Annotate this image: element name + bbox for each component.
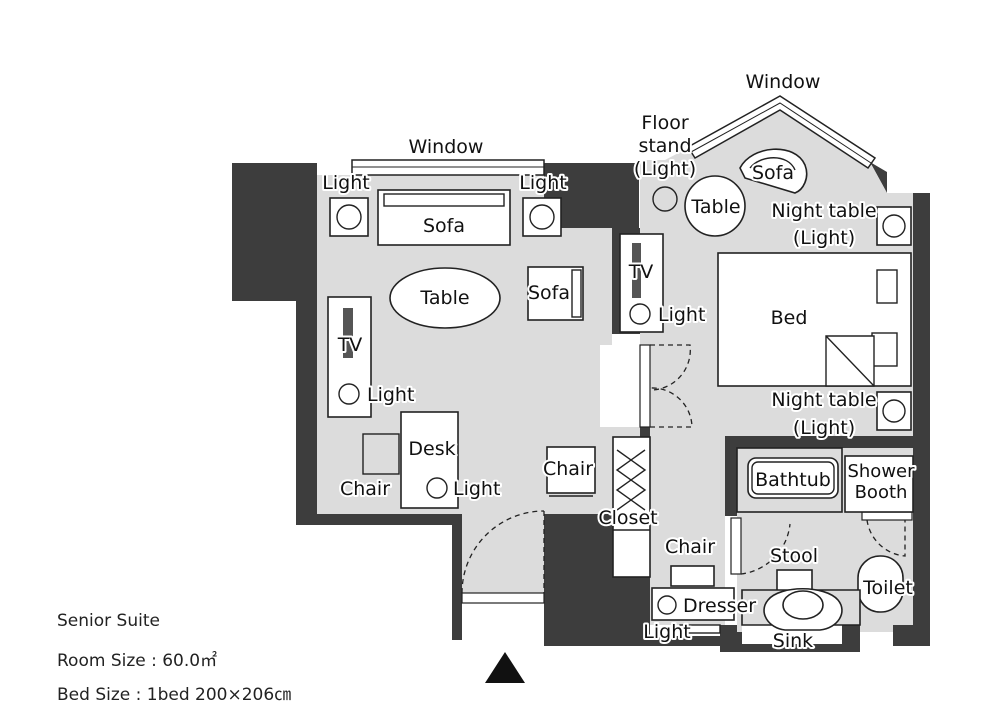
floor-stand-label-2: stand [638, 135, 691, 157]
floor-stand-label-1: Floor [641, 112, 688, 134]
desk-shape [400, 411, 459, 509]
light-desk-label: Light [453, 478, 500, 500]
chair-dresser-shape [670, 565, 715, 587]
night-table-top-label-2: (Light) [793, 227, 855, 249]
closet-label: Closet [598, 507, 657, 529]
tv-living-label: TV [337, 334, 363, 356]
window-left [351, 159, 545, 176]
tv-bedroom-label: TV [628, 261, 654, 283]
shower-label-2: Booth [855, 482, 908, 503]
shower-label-1: Shower [847, 461, 915, 482]
bathtub-label: Bathtub [755, 469, 831, 491]
entrance-arrow-icon [485, 652, 525, 683]
sink-shape [741, 587, 861, 631]
window-right [686, 95, 877, 170]
bed-shape [717, 252, 912, 387]
light-tr-box [522, 197, 562, 237]
shower-shape [844, 455, 914, 513]
sofa-side-shape [527, 266, 584, 321]
table-living-label: Table [419, 287, 469, 309]
window-right-label: Window [746, 71, 821, 93]
light-dresser-label: Light [643, 621, 690, 643]
room-size: Room Size : 60.0㎡ [57, 651, 218, 671]
window-left-label: Window [409, 136, 484, 158]
night-table-bottom-label-2: (Light) [793, 417, 855, 439]
bathtub-shape [747, 457, 839, 499]
tv-bedroom-shape [619, 233, 664, 333]
table-bedroom-label: Table [690, 196, 740, 218]
light-tv-bedroom-label: Light [658, 304, 705, 326]
chair-mid-shape [546, 446, 596, 494]
bed-label: Bed [771, 307, 808, 329]
light-tl-label: Light [322, 172, 369, 194]
chair-desk-label: Chair [340, 478, 390, 500]
sofa-side-label: Sofa [528, 282, 570, 304]
sofa-bedroom-label: Sofa [752, 162, 794, 184]
light-tv-living-label: Light [367, 384, 414, 406]
desk-label: Desk [408, 438, 455, 460]
sink-label: Sink [773, 630, 813, 652]
room-name: Senior Suite [57, 611, 160, 631]
night-table-bottom-shape [876, 391, 912, 431]
stool-label: Stool [770, 545, 818, 567]
bed-size: Bed Size : 1bed 200×206㎝ [57, 685, 292, 705]
sofa-bedroom-shape [739, 148, 808, 194]
light-tr-label: Light [519, 172, 566, 194]
sofa-top-label: Sofa [423, 215, 465, 237]
toilet-shape [857, 555, 904, 613]
sofa-top-shape [377, 189, 511, 246]
light-tl-box [329, 197, 369, 237]
floor-stand-label-3: (Light) [634, 158, 696, 180]
chair-dresser-label: Chair [665, 536, 715, 558]
table-bedroom-shape [684, 175, 746, 237]
chair-mid-label: Chair [543, 458, 593, 480]
dresser-shape [651, 587, 735, 621]
dresser-label: Dresser [683, 595, 756, 617]
table-living-shape [389, 267, 501, 329]
night-table-top-shape [876, 206, 912, 246]
toilet-label: Toilet [862, 577, 913, 599]
night-table-top-label-1: Night table [771, 200, 876, 222]
walls [232, 162, 930, 652]
night-table-bottom-label-1: Night table [771, 389, 876, 411]
closet-shape [612, 436, 651, 578]
